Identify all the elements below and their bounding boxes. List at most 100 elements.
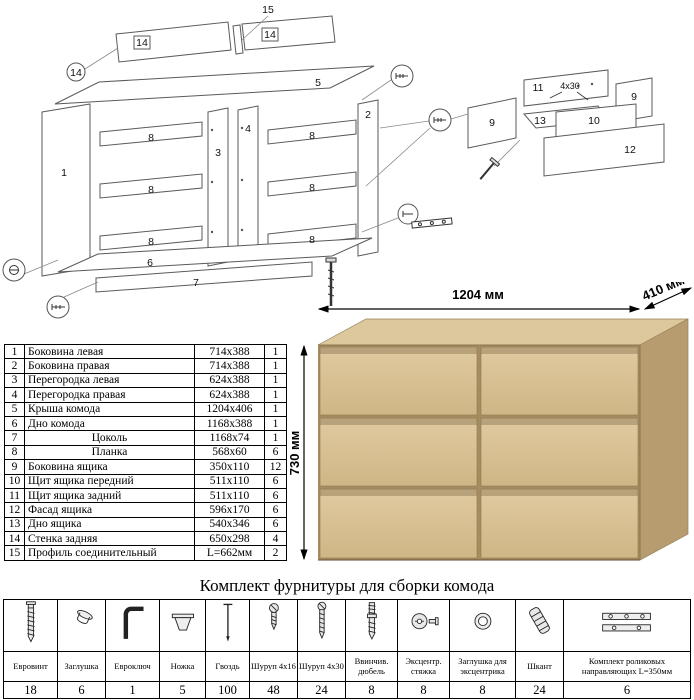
hw-qty: 8 [449, 681, 516, 699]
parts-row: 1 Боковина левая 714x388 1 [4, 343, 287, 360]
part-number: 2 [4, 358, 25, 374]
part-name: Боковина левая [24, 343, 195, 360]
part-number: 15 [4, 545, 25, 561]
tilted-screw-icon [479, 156, 501, 180]
hw-qty: 1 [105, 681, 160, 699]
part-number: 9 [4, 459, 25, 475]
part-qty: 1 [264, 372, 287, 389]
wood-dowel-icon [528, 607, 550, 634]
part-number: 12 [4, 502, 25, 518]
part-name: Боковина правая [24, 358, 195, 374]
cabinet-parts-outline [41, 15, 665, 293]
part-label: 14 [70, 67, 82, 79]
part-label: 8 [148, 236, 154, 248]
part-label: 8 [309, 234, 315, 246]
part-label: 5 [315, 77, 321, 89]
parts-row: 5 Крыша комода 1204x406 1 [4, 401, 287, 417]
cam-lock-icon [411, 613, 439, 630]
parts-row: 10 Щит ящика передний 511x110 6 [4, 473, 287, 489]
cam-lock-detail-icon [9, 265, 19, 275]
hw-qty: 8 [345, 681, 398, 699]
leg-icon [171, 613, 194, 631]
parts-row: 15 Профиль соединительный L=662мм 2 [4, 545, 287, 561]
part-number: 4 [4, 387, 25, 403]
dresser-body [317, 318, 689, 561]
part-size: 650x298 [194, 531, 265, 547]
parts-row: 14 Стенка задняя 650x298 4 [4, 531, 287, 547]
part-name: Планка [24, 444, 195, 461]
drawer-fronts [319, 346, 639, 559]
hw-name: Заглушка [57, 651, 106, 682]
hw-name: Ввинчив. дюбель [345, 651, 398, 682]
label-boxes [133, 27, 279, 50]
part-size: 1204x406 [194, 401, 265, 417]
parts-row: 4 Перегородка правая 624x388 1 [4, 387, 287, 403]
hw-qty: 48 [249, 681, 298, 699]
part-label: 8 [309, 130, 315, 142]
hw-qty: 5 [159, 681, 206, 699]
part-number: 7 [4, 430, 25, 446]
part-label: 15 [262, 4, 274, 16]
diagram-part-labels: 15 14 14 14 1 5 2 8 8 8 8 8 8 3 4 7 6 9 … [61, 4, 637, 289]
part-number: 11 [4, 487, 25, 504]
part-name: Профиль соединительный [24, 545, 195, 561]
part-size: L=662мм [194, 545, 265, 561]
screw-detail-icon [395, 73, 446, 217]
part-name: Цоколь [24, 430, 195, 446]
part-name: Крыша комода [24, 401, 195, 417]
part-size: 511x110 [194, 487, 265, 504]
hex-key-icon [123, 606, 144, 639]
hw-qty: 6 [563, 681, 691, 699]
hw-icon-cell [345, 599, 398, 652]
part-label: 14 [136, 37, 148, 49]
part-qty: 6 [264, 444, 287, 461]
hardware-qty-row: 18 6 1 5 100 48 24 8 8 8 24 6 [3, 681, 691, 699]
hw-icon-cell [563, 599, 691, 652]
hw-name: Евровинт [3, 651, 58, 682]
part-qty: 1 [264, 415, 287, 432]
parts-row: 11 Щит ящика задний 511x110 6 [4, 487, 287, 504]
part-size: 568x60 [194, 444, 265, 461]
part-label: 9 [631, 91, 637, 103]
part-label: 6 [147, 257, 153, 269]
hw-name: Шуруп 4x30 [297, 651, 346, 682]
hw-icon-cell [249, 599, 298, 652]
part-qty: 4 [264, 531, 287, 547]
part-name: Фасад ящика [24, 502, 195, 518]
part-qty: 12 [264, 459, 287, 475]
part-qty: 6 [264, 473, 287, 489]
part-qty: 1 [264, 343, 287, 360]
drawer-grip-shadows [320, 347, 638, 496]
hw-icon-cell [449, 599, 516, 652]
hw-qty: 18 [3, 681, 58, 699]
part-number: 3 [4, 372, 25, 389]
drawer-slides-icon [602, 612, 652, 632]
part-qty: 6 [264, 516, 287, 533]
euro-screw-icon [25, 601, 36, 643]
product-view: 1204 мм 410 мм 730 мм [287, 272, 694, 578]
hw-qty: 8 [397, 681, 450, 699]
part-name: Стенка задняя [24, 531, 195, 547]
part-qty: 1 [264, 401, 287, 417]
plug-icon [76, 609, 93, 624]
part-qty: 1 [264, 430, 287, 446]
part-label: 13 [534, 115, 546, 127]
part-size: 511x110 [194, 473, 265, 489]
part-number: 6 [4, 415, 25, 432]
part-label: 1 [61, 167, 67, 179]
part-number: 5 [4, 401, 25, 417]
hw-icon-cell [515, 599, 564, 652]
part-qty: 6 [264, 487, 287, 504]
hardware-icons-row [3, 599, 691, 652]
hardware-names-row: Евровинт Заглушка Евроключ Ножка Гвоздь … [3, 651, 691, 682]
part-number: 14 [4, 531, 25, 547]
width-dimension-label: 1204 мм [452, 287, 504, 302]
part-name: Дно комода [24, 415, 195, 432]
part-name: Щит ящика задний [24, 487, 195, 504]
parts-row: 3 Перегородка левая 624x388 1 [4, 372, 287, 389]
hw-name: Шкант [515, 651, 564, 682]
parts-table: 1 Боковина левая 714x388 1 2 Боковина пр… [4, 343, 287, 561]
part-name: Щит ящика передний [24, 473, 195, 489]
cam-cap-icon [474, 612, 491, 630]
hw-icon-cell [205, 599, 250, 652]
